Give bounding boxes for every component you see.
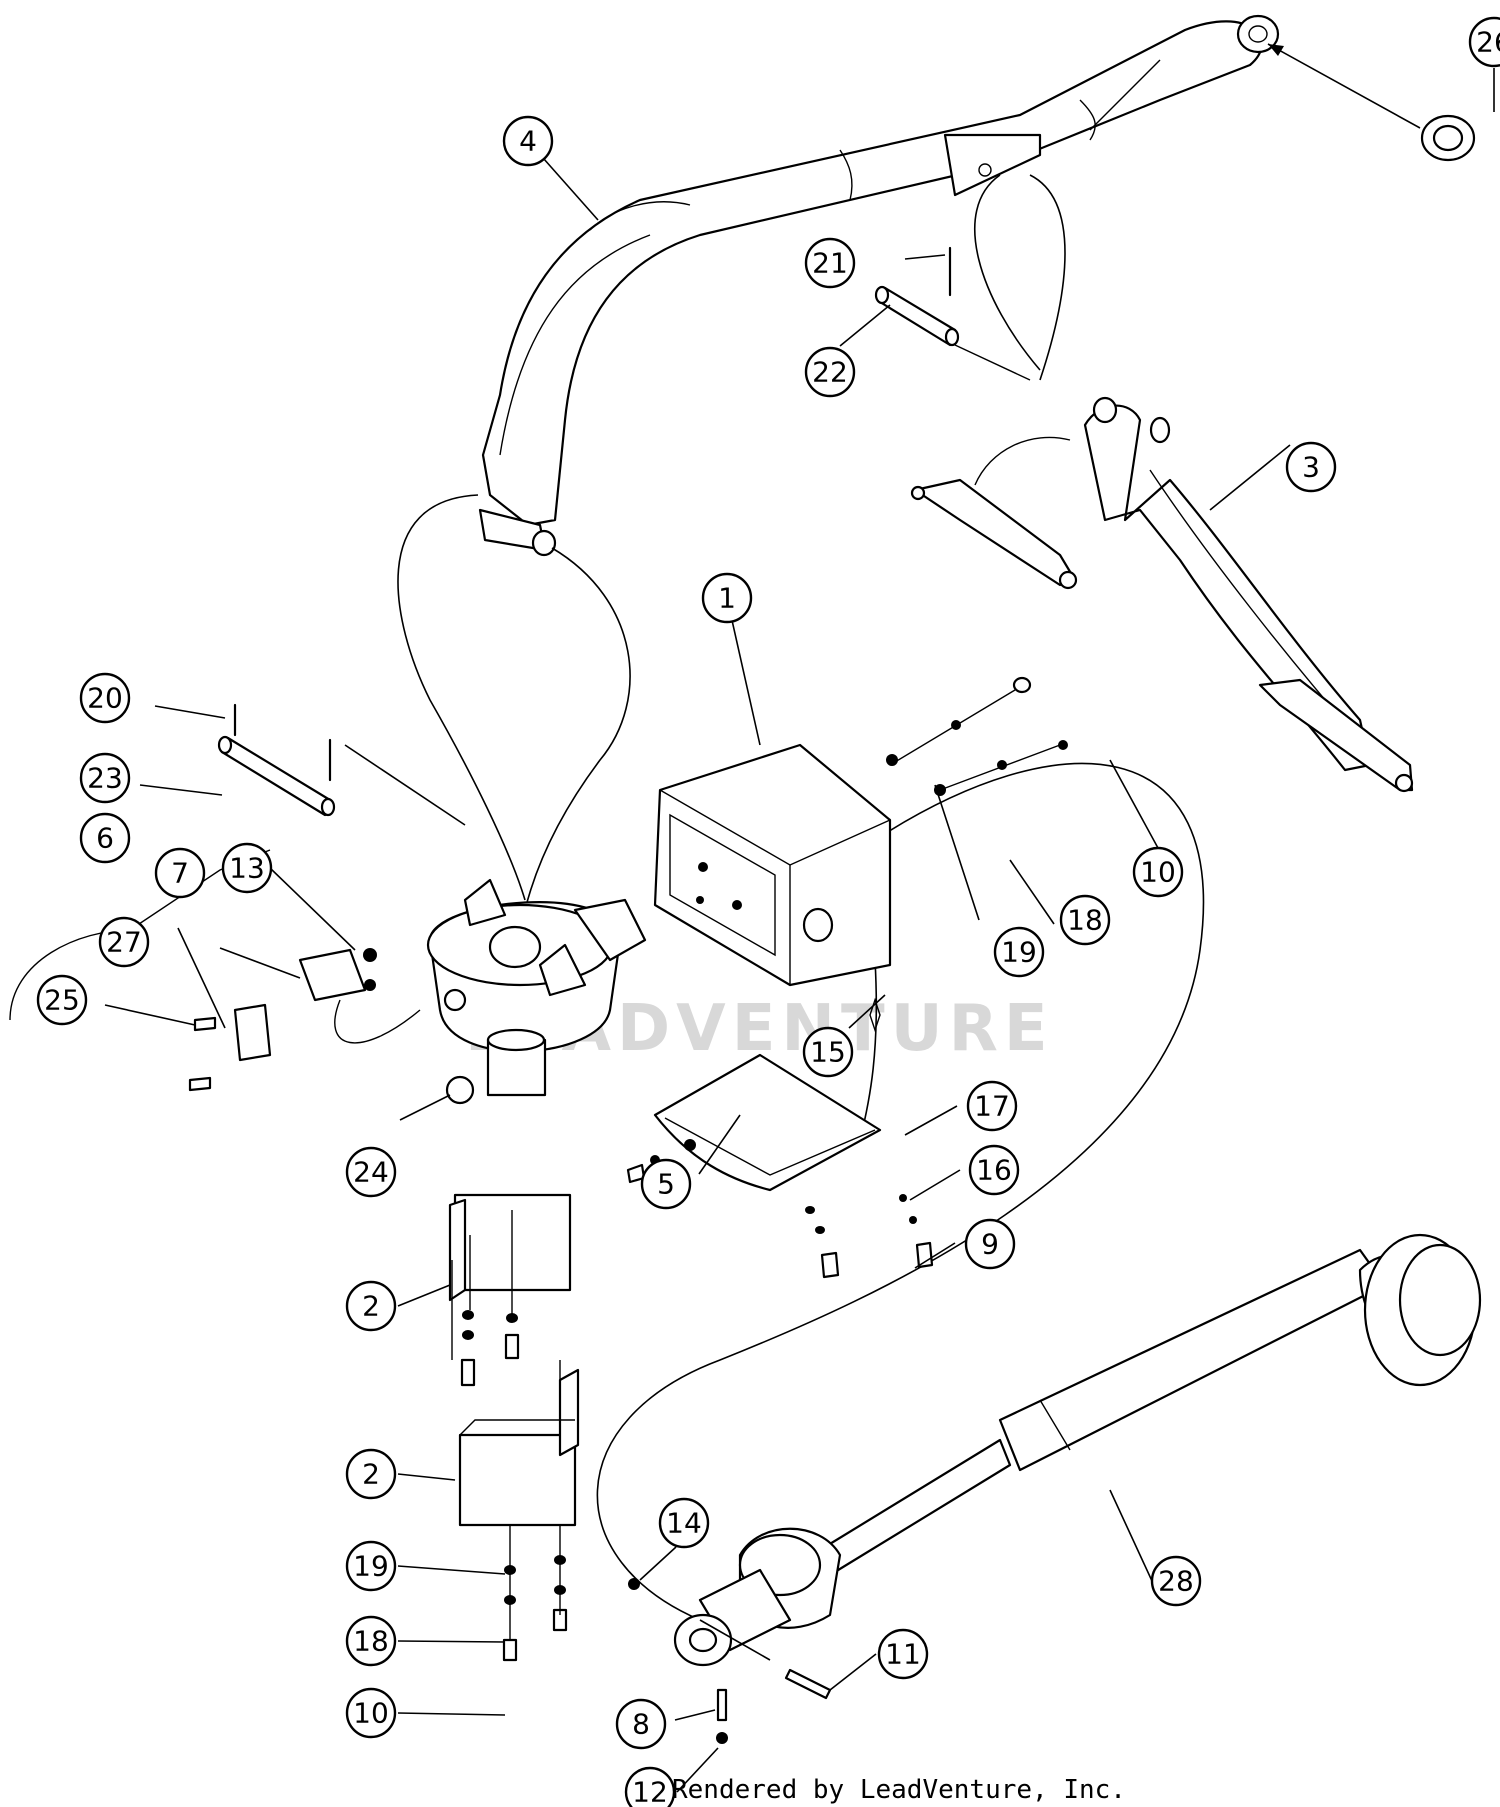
callout-25: 25	[36, 974, 88, 1026]
svg-text:16: 16	[976, 1154, 1012, 1187]
gearbox-part	[344, 744, 647, 1105]
callout-18-shield: 18	[1059, 894, 1111, 946]
assembly-path-arm-2	[1029, 174, 1066, 381]
lower-shield-part	[458, 1360, 580, 1662]
assembly-path-frame	[397, 494, 526, 901]
shield-hardware	[886, 676, 1068, 796]
svg-text:21: 21	[812, 247, 848, 280]
callout-15: 15	[802, 1026, 854, 1078]
callout-26: 26	[1468, 16, 1500, 68]
svg-text:20: 20	[87, 682, 123, 715]
svg-text:12: 12	[632, 1776, 668, 1807]
svg-text:7: 7	[171, 857, 189, 890]
bracket-assembly-part	[9, 849, 421, 1092]
lower-pin-part	[217, 703, 336, 817]
callout-16: 16	[968, 1144, 1020, 1196]
link-arm-part	[910, 396, 1414, 793]
assembly-path-driveline	[596, 762, 1205, 1621]
callout-10-lower: 10	[345, 1687, 397, 1739]
svg-text:13: 13	[229, 852, 265, 885]
callout-3: 3	[1285, 441, 1337, 493]
svg-text:4: 4	[519, 125, 537, 158]
svg-text:25: 25	[44, 984, 80, 1017]
svg-text:28: 28	[1158, 1565, 1194, 1598]
frame-arm-part	[478, 14, 1280, 557]
callout-22: 22	[804, 346, 856, 398]
svg-text:17: 17	[974, 1090, 1010, 1123]
callout-28: 28	[1150, 1555, 1202, 1607]
bushing-part	[1267, 43, 1476, 162]
callout-10-shield: 10	[1132, 846, 1184, 898]
callout-2-upper: 2	[345, 1280, 397, 1332]
svg-text:3: 3	[1302, 451, 1320, 484]
callout-8: 8	[615, 1698, 667, 1750]
svg-text:18: 18	[353, 1625, 389, 1658]
svg-text:5: 5	[657, 1168, 675, 1201]
callout-13: 13	[221, 842, 273, 894]
svg-text:19: 19	[1001, 936, 1037, 969]
callout-11: 11	[877, 1628, 929, 1680]
callout-19-shield: 19	[993, 926, 1045, 978]
svg-text:19: 19	[353, 1550, 389, 1583]
svg-text:14: 14	[666, 1507, 702, 1540]
callout-9: 9	[964, 1218, 1016, 1270]
gearbox-shield-part	[653, 743, 892, 987]
callout-23: 23	[79, 752, 131, 804]
callout-4: 4	[502, 115, 554, 167]
svg-text:2: 2	[362, 1458, 380, 1491]
callout-2-lower: 2	[345, 1448, 397, 1500]
callout-27: 27	[98, 916, 150, 968]
assembly-path-arm	[974, 174, 1041, 371]
svg-text:11: 11	[885, 1638, 921, 1671]
callout-19-lower: 19	[345, 1540, 397, 1592]
svg-text:10: 10	[353, 1697, 389, 1730]
svg-text:10: 10	[1140, 856, 1176, 889]
svg-text:27: 27	[106, 926, 142, 959]
svg-text:22: 22	[812, 356, 848, 389]
callout-5: 5	[640, 1158, 692, 1210]
svg-text:2: 2	[362, 1290, 380, 1323]
upper-shield-part	[448, 1193, 572, 1387]
callout-20: 20	[79, 672, 131, 724]
pin-part	[874, 246, 1031, 381]
callout-24: 24	[345, 1146, 397, 1198]
svg-text:24: 24	[353, 1156, 389, 1189]
callout-18-lower: 18	[345, 1615, 397, 1667]
callout-6: 6	[79, 812, 131, 864]
credit-text: Rendered by LeadVenture, Inc.	[672, 1775, 1126, 1805]
svg-text:6: 6	[96, 822, 114, 855]
callout-14: 14	[658, 1497, 710, 1549]
callout-7: 7	[154, 847, 206, 899]
callout-12: 12	[624, 1766, 676, 1807]
svg-text:18: 18	[1067, 904, 1103, 937]
svg-text:26: 26	[1476, 26, 1500, 59]
callout-21: 21	[804, 237, 856, 289]
callout-17: 17	[966, 1080, 1018, 1132]
callout-1: 1	[701, 572, 753, 624]
svg-text:23: 23	[87, 762, 123, 795]
assembly-path-frame-2	[524, 547, 631, 911]
svg-text:8: 8	[632, 1708, 650, 1741]
svg-text:15: 15	[810, 1036, 846, 1069]
driveline-part	[628, 1233, 1482, 1744]
svg-text:1: 1	[718, 582, 736, 615]
svg-text:9: 9	[981, 1228, 999, 1261]
